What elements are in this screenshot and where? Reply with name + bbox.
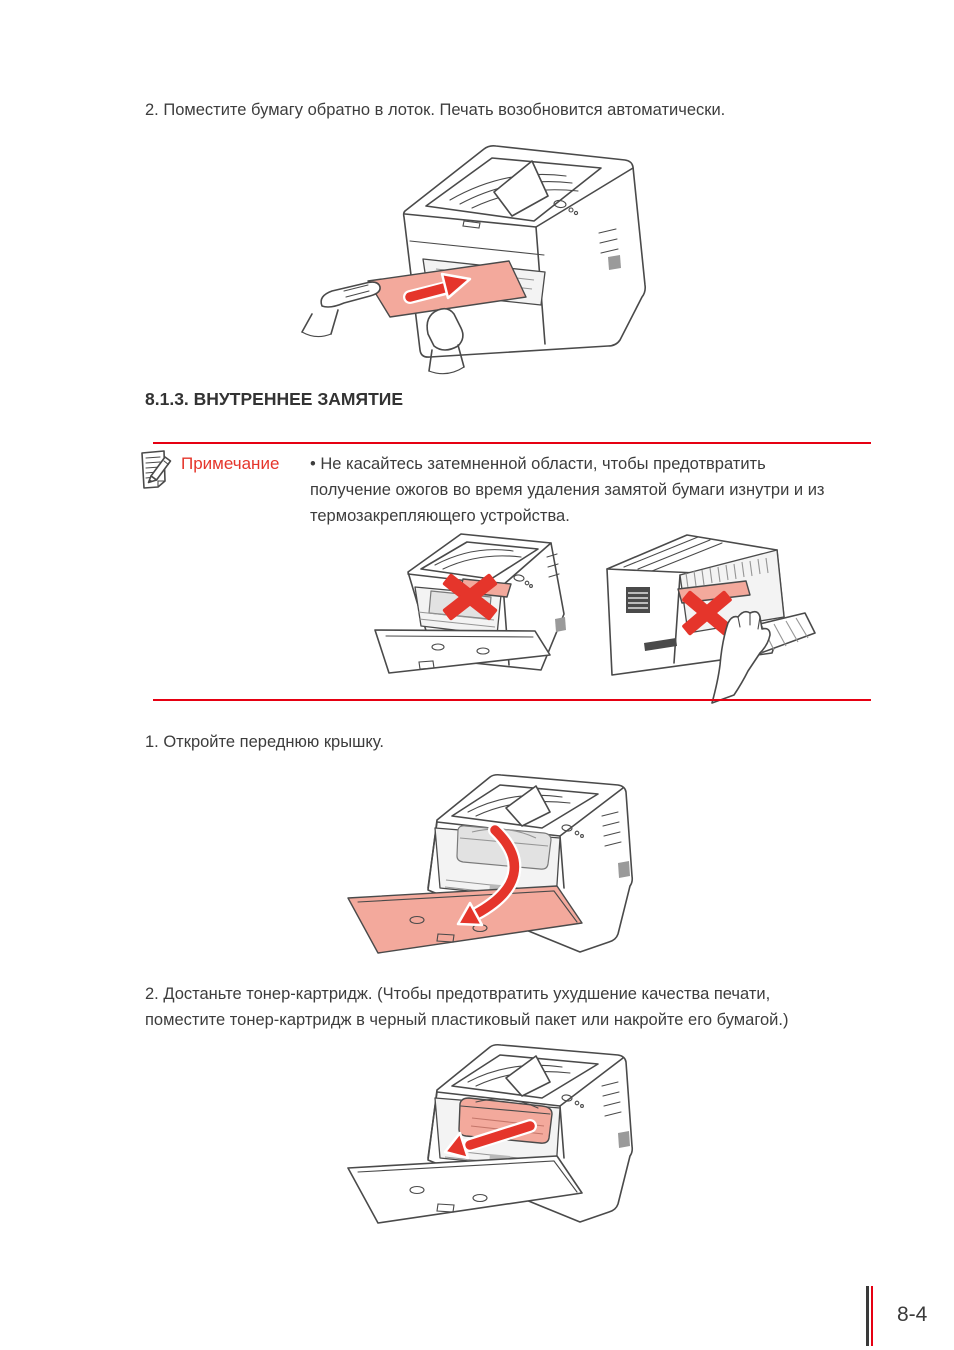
left-hand [320,281,381,308]
figure-rear-no-touch [606,534,816,704]
figure-open-cover [347,773,634,954]
footer-rule-dark [866,1286,869,1346]
right-hand [426,307,464,351]
front-cover-open [347,1155,583,1224]
prohibit-x-icon [442,573,498,621]
note-pencil-icon [141,450,172,489]
figure-remove-toner [347,1043,634,1224]
section-heading: 8.1.3. ВНУТРЕННЕЕ ЗАМЯТИЕ [145,389,404,409]
figure-front-no-touch [374,533,566,674]
step-reinsert-paper-text: 2. Поместите бумагу обратно в лоток. Печ… [145,101,726,119]
figure-insert-paper [301,145,646,375]
step-remove-toner-line: поместите тонер-картридж в черный пласти… [145,1011,789,1029]
note-text-line: • Не касайтесь затемненной области, чтоб… [310,455,766,473]
insert-arrow-icon [440,272,472,300]
open-cover-arrow-icon [456,901,484,927]
hand [711,610,771,704]
note-text-line: термозакрепляющего устройства. [310,507,570,525]
note-rule-top [153,442,871,444]
prohibit-x-icon [682,590,732,636]
side-vent [626,587,650,613]
note-rule-bottom [153,699,871,701]
footer-rule-red [871,1286,873,1346]
remove-toner-arrow-icon [443,1131,470,1160]
step-remove-toner-text: 2. Достаньте тонер-картридж. (Чтобы пред… [145,981,945,1033]
step-open-cover-text: 1. Откройте переднюю крышку. [145,733,384,751]
note-text-line: получение ожогов во время удаления замят… [310,481,825,499]
note-label: Примечание [181,454,280,473]
page-number: 8-4 [897,1303,928,1326]
note-text: • Не касайтесь затемненной области, чтоб… [310,451,900,529]
step-remove-toner-line: 2. Достаньте тонер-картридж. (Чтобы пред… [145,985,771,1003]
